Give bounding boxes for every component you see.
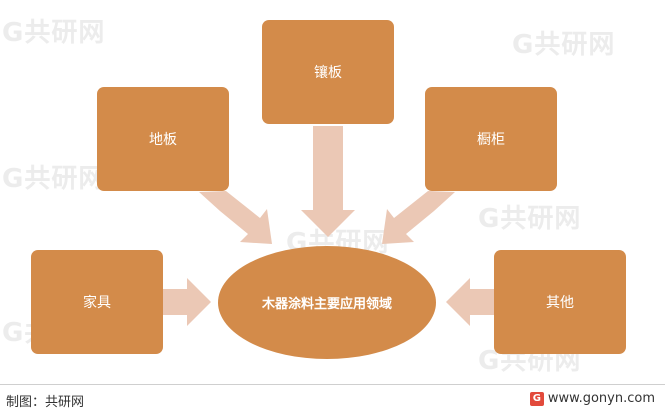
watermark-text: 共研网 [24, 18, 106, 48]
arrow-right [446, 278, 494, 326]
watermark: G共研网 [512, 24, 615, 61]
node-top-right-label: 橱柜 [477, 132, 505, 148]
node-left: 家具 [31, 250, 163, 354]
watermark-logo: G [2, 18, 25, 48]
watermark: G共研网 [2, 158, 105, 195]
footer-source: 制图：共研网 [6, 395, 85, 410]
arrow-top-left [199, 191, 272, 244]
watermark-logo: G [2, 164, 25, 194]
arrow-top [301, 126, 355, 237]
watermark-logo: G [2, 318, 25, 348]
watermark-text: 共研网 [534, 30, 616, 60]
watermark-text: 共研网 [24, 164, 106, 194]
node-top-right: 橱柜 [425, 87, 557, 191]
center-node-label: 木器涂料主要应用领域 [261, 297, 392, 312]
node-left-label: 家具 [83, 295, 111, 311]
footer-site: G www.gonyn.com [529, 391, 655, 406]
watermark-logo: G [478, 204, 501, 234]
watermark: G共研网 [2, 12, 105, 49]
node-right-label: 其他 [546, 295, 574, 311]
node-top-label: 镶板 [314, 65, 342, 81]
node-top: 镶板 [262, 20, 394, 124]
footer-site-url: www.gonyn.com [547, 391, 655, 406]
watermark-text: 共研网 [500, 204, 582, 234]
watermark-logo: G [512, 30, 535, 60]
arrow-left [163, 278, 211, 326]
arrow-top-right [382, 191, 455, 244]
watermark-logo: G [478, 346, 501, 376]
node-right: 其他 [494, 250, 626, 354]
footer-divider [0, 384, 665, 385]
center-node: 木器涂料主要应用领域 [218, 246, 436, 359]
watermark: G共研网 [478, 198, 581, 235]
gonyn-logo-icon: G [529, 391, 544, 406]
node-top-left-label: 地板 [149, 132, 177, 148]
node-top-left: 地板 [97, 87, 229, 191]
